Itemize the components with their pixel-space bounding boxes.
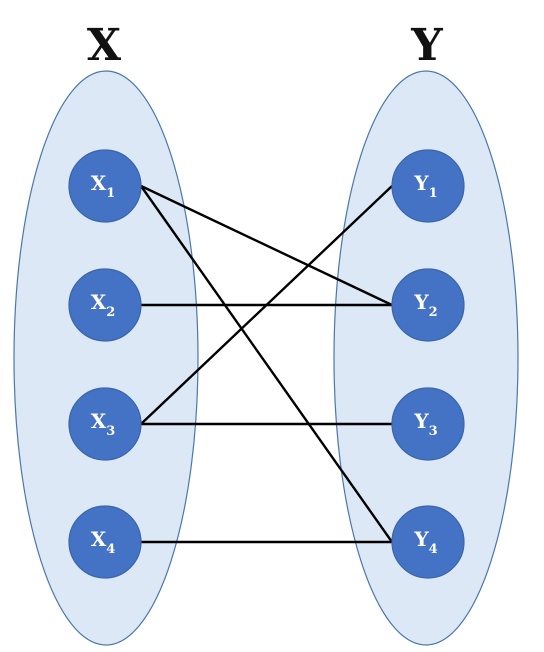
node-x4-label: X4	[91, 527, 116, 557]
node-y3: Y3	[391, 387, 465, 461]
node-x2-label: X2	[91, 290, 116, 320]
set-y-ellipse	[333, 70, 519, 646]
node-x3: X3	[68, 387, 142, 461]
node-y3-circle	[391, 387, 465, 461]
node-y3-label-sub: 3	[429, 424, 438, 439]
node-y2: Y2	[391, 268, 465, 342]
node-x1-label-sub: 1	[106, 186, 115, 201]
node-y4: Y4	[391, 505, 465, 579]
node-y2-label: Y2	[413, 290, 437, 320]
node-y1-label: Y1	[413, 171, 437, 201]
node-x4: X4	[68, 505, 142, 579]
node-x1-label-base: X	[91, 171, 107, 195]
node-y1: Y1	[391, 149, 465, 223]
node-y4-label-base: Y	[413, 527, 429, 551]
node-y1-label-sub: 1	[429, 186, 438, 201]
edges	[140, 184, 393, 544]
node-y2-label-sub: 2	[429, 305, 438, 320]
node-x3-label-base: X	[91, 409, 107, 433]
node-y1-circle	[391, 149, 465, 223]
node-y3-label-base: Y	[413, 409, 429, 433]
node-y4-label-sub: 4	[429, 542, 438, 557]
node-x2-label-sub: 2	[106, 305, 115, 320]
node-x2-label-base: X	[91, 290, 107, 314]
edge-x1-y4	[140, 185, 393, 543]
node-x2-circle	[68, 268, 142, 342]
edge-x3-y1	[140, 185, 393, 425]
node-x3-label-sub: 3	[106, 424, 115, 439]
node-x4-label-sub: 4	[106, 542, 115, 557]
node-x1-circle	[68, 149, 142, 223]
node-x3-label: X3	[91, 409, 116, 439]
node-x4-label-base: X	[91, 527, 107, 551]
node-y4-circle	[391, 505, 465, 579]
set-y-title: Y	[410, 20, 443, 71]
node-x1-label: X1	[91, 171, 116, 201]
set-x-ellipse	[13, 70, 199, 646]
node-x1: X1	[68, 149, 142, 223]
node-y4-label: Y4	[413, 527, 437, 557]
node-x2: X2	[68, 268, 142, 342]
node-x4-circle	[68, 505, 142, 579]
node-y2-label-base: Y	[413, 290, 429, 314]
set-x-title: X	[87, 20, 122, 71]
node-y2-circle	[391, 268, 465, 342]
node-x3-circle	[68, 387, 142, 461]
node-y1-label-base: Y	[413, 171, 429, 195]
node-y3-label: Y3	[413, 409, 437, 439]
edge-x1-y2	[140, 184, 393, 307]
